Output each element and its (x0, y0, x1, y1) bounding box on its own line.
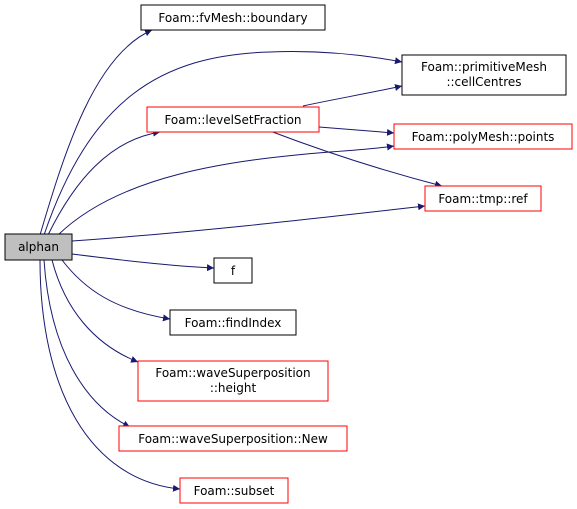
node-fvmesh-boundary-label: Foam::fvMesh::boundary (158, 11, 307, 25)
node-polymesh-points[interactable]: Foam::polyMesh::points (393, 123, 573, 150)
node-subset[interactable]: Foam::subset (179, 477, 289, 504)
node-alphan[interactable]: alphan (4, 233, 73, 261)
node-wavesuperposition-height[interactable]: Foam::waveSuperposition ::height (137, 360, 329, 402)
node-wavesuperposition-new[interactable]: Foam::waveSuperposition::New (118, 425, 348, 452)
node-subset-label: Foam::subset (194, 484, 275, 498)
edge-alphan-to-boundary (39, 29, 153, 236)
edge-alphan-to-points (57, 143, 395, 236)
edge-alphan-to-f (71, 253, 215, 272)
node-primitivemesh-cellcentres-label-1: Foam::primitiveMesh (421, 60, 547, 74)
edge-alphan-to-new (43, 259, 131, 428)
edge-levelsetfraction-to-cellcentres (302, 84, 403, 107)
edge-levelsetfraction-to-points (318, 126, 395, 136)
node-fvmesh-boundary[interactable]: Foam::fvMesh::boundary (140, 4, 326, 31)
node-f[interactable]: f (213, 257, 253, 284)
node-wavesuperposition-height-label-2: ::height (210, 381, 257, 395)
node-f-label: f (231, 264, 236, 278)
edge-alphan-to-cellcentres (43, 51, 403, 236)
edge-levelsetfraction-to-ref (269, 130, 443, 188)
node-levelsetfraction-label: Foam::levelSetFraction (164, 113, 301, 127)
node-polymesh-points-label: Foam::polyMesh::points (412, 130, 555, 144)
node-alphan-label: alphan (18, 240, 59, 254)
node-primitivemesh-cellcentres[interactable]: Foam::primitiveMesh ::cellCentres (401, 54, 567, 96)
edge-alphan-to-height (51, 259, 139, 363)
node-wavesuperposition-height-label-1: Foam::waveSuperposition (155, 366, 310, 380)
node-levelsetfraction[interactable]: Foam::levelSetFraction (146, 106, 320, 133)
edge-alphan-to-findindex (61, 259, 171, 322)
node-tmp-ref[interactable]: Foam::tmp::ref (424, 185, 542, 212)
edge-alphan-to-ref (71, 203, 426, 242)
node-findindex[interactable]: Foam::findIndex (169, 309, 297, 336)
node-tmp-ref-label: Foam::tmp::ref (438, 192, 528, 206)
edge-alphan-to-subset (39, 259, 181, 492)
node-wavesuperposition-new-label: Foam::waveSuperposition::New (138, 432, 328, 446)
node-findindex-label: Foam::findIndex (185, 316, 282, 330)
edge-alphan-to-levelsetfraction (47, 129, 161, 236)
node-primitivemesh-cellcentres-label-2: ::cellCentres (446, 75, 521, 89)
